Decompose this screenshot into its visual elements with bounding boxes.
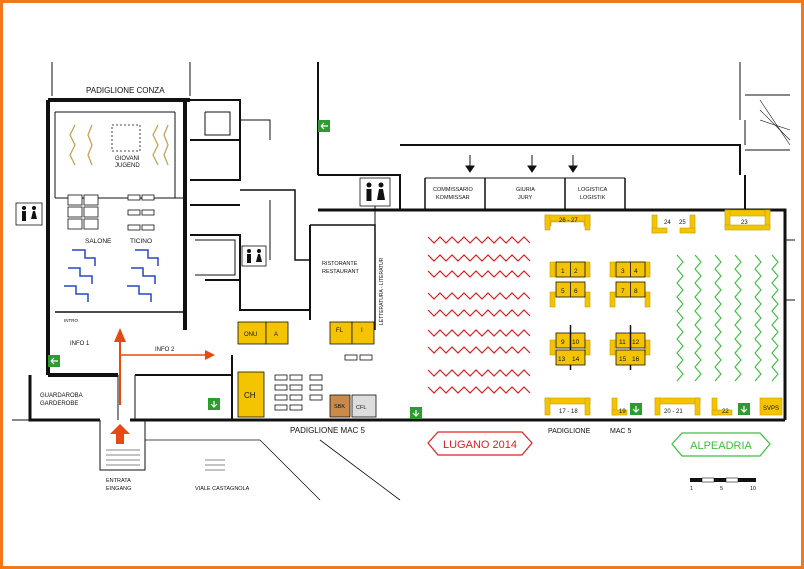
label-padiglione-mid: PADIGLIONE (548, 428, 591, 435)
label-logistik: LOGISTIK (580, 195, 606, 201)
label-salone: SALONE (85, 238, 112, 245)
scale-tick-10: 10 (750, 486, 756, 492)
lugano-displays (427, 236, 531, 394)
booth-8: 8 (634, 288, 638, 295)
alpeadria-display-col-6 (771, 254, 779, 382)
label-ticino: TICINO (130, 238, 152, 245)
booth-6: 6 (574, 288, 578, 295)
alpeadria-display-col-2 (694, 254, 702, 382)
label-commissario: COMMISSARIO (433, 187, 473, 193)
booth-3: 3 (621, 268, 625, 275)
booth-fl: FL (336, 328, 344, 334)
lugano-display-row-6 (427, 329, 531, 337)
map-labels: PADIGLIONE CONZA GIOVANI JUGEND SALONE T… (40, 86, 632, 492)
alpeadria-badge (671, 432, 771, 457)
booth-9: 9 (561, 339, 565, 346)
booth-23: 23 (741, 220, 748, 226)
label-intro: INTRO (64, 318, 78, 323)
direction-arrow-icon (110, 328, 215, 444)
label-logistica: LOGISTICA (578, 187, 608, 193)
label-jugend: JUGEND (115, 163, 140, 169)
lugano-badge-text: LUGANO 2014 (443, 439, 517, 451)
alpeadria-display-col-3 (714, 254, 722, 382)
booth-i: I (361, 328, 363, 334)
walls (12, 62, 795, 501)
label-giuria: GIURIA (516, 187, 535, 193)
alpeadria-badge-text: ALPEADRIA (690, 440, 752, 452)
booth-a: A (274, 332, 278, 338)
booth-17-18: 17 - 18 (559, 409, 578, 415)
booth-19: 19 (619, 409, 626, 415)
booth-15: 15 (619, 356, 627, 363)
lugano-display-row-8 (427, 369, 531, 377)
tables (67, 194, 373, 411)
booth-1: 1 (561, 268, 565, 275)
booth-26-27: 26 - 27 (559, 218, 578, 224)
booth-14: 14 (572, 356, 580, 363)
booth-20-21: 20 - 21 (664, 409, 683, 415)
ticino-displays (64, 249, 159, 302)
label-eingang: EINGANG (106, 486, 131, 492)
giovani-displays (69, 124, 169, 166)
lugano-display-row-5 (427, 309, 531, 317)
label-kommissar: KOMMISSAR (436, 195, 470, 201)
office-arrows (465, 155, 578, 173)
label-giovani: GIOVANI (115, 156, 140, 162)
bracket-booths (544, 209, 783, 416)
booth-16: 16 (632, 356, 640, 363)
lugano-display-row-7 (427, 346, 531, 354)
exit-arrow-icon (48, 120, 750, 419)
booth-7: 7 (621, 288, 625, 295)
booth-cfl: CFL (356, 405, 366, 411)
booth-onu: ONU (244, 332, 257, 338)
label-ristorante: RISTORANTE (322, 261, 358, 267)
lugano-display-row-9 (427, 386, 531, 394)
scale-labels: 1 5 10 (690, 486, 756, 492)
lugano-badge (427, 431, 533, 456)
scale-tick-5: 5 (720, 486, 723, 492)
booth-10: 10 (572, 339, 580, 346)
booth-22: 22 (722, 409, 729, 415)
alpeadria-display-col-1 (676, 254, 684, 382)
label-restaurant: RESTAURANT (322, 269, 360, 275)
label-letteratura: LETTERATURA - LITERATUR (379, 257, 385, 325)
booth-5: 5 (561, 288, 565, 295)
square-booths (555, 261, 646, 370)
booth-11: 11 (619, 339, 626, 346)
label-padiglione-conza: PADIGLIONE CONZA (86, 86, 165, 95)
booth-4: 4 (634, 268, 638, 275)
lugano-display-row-4 (427, 292, 531, 300)
booth-svps: SVPS (763, 406, 779, 412)
label-info2: INFO 2 (155, 347, 175, 353)
lugano-display-row-2 (427, 254, 531, 262)
booth-12: 12 (632, 339, 640, 346)
label-jury: JURY (518, 195, 533, 201)
alpeadria-displays (676, 254, 779, 382)
booth-2: 2 (574, 268, 578, 275)
left-booths (237, 321, 377, 418)
label-padiglione-mac5: PADIGLIONE MAC 5 (290, 426, 366, 435)
label-garderobe: GARDEROBE (40, 401, 78, 407)
booth-24: 24 (664, 220, 671, 226)
scale-bar (690, 477, 756, 483)
booth-25: 25 (679, 220, 686, 226)
booth-ch: CH (244, 391, 256, 400)
label-entrata: ENTRATA (106, 478, 131, 484)
label-mac5-mid: MAC 5 (610, 428, 632, 435)
label-guardaroba: GUARDAROBA (40, 393, 83, 399)
label-info1: INFO 1 (70, 341, 90, 347)
booth-sbk: SBK (334, 404, 345, 410)
booth-13: 13 (558, 356, 566, 363)
alpeadria-display-col-5 (754, 254, 762, 382)
restroom-icon (15, 177, 391, 267)
scale-tick-1: 1 (690, 486, 693, 492)
lugano-display-row-1 (427, 236, 531, 244)
label-viale: VIALE CASTAGNOLA (195, 486, 250, 492)
alpeadria-display-col-4 (734, 254, 742, 382)
booth-labels: ONU A FL I CH SBK CFL 26 - 27 24 25 23 1… (244, 218, 779, 415)
lugano-display-row-3 (427, 270, 531, 278)
